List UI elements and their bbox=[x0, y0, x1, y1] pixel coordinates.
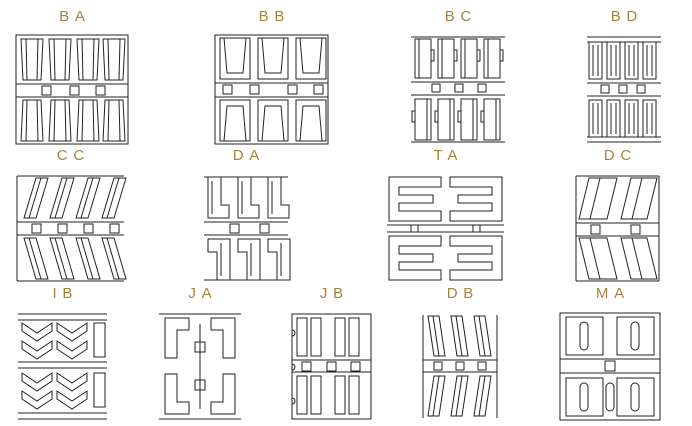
tread-pattern-jb-drawing bbox=[291, 313, 372, 420]
tread-pattern-ib-drawing bbox=[18, 313, 107, 420]
pattern-code-label: DB bbox=[446, 285, 479, 302]
pattern-code-label: BC bbox=[444, 8, 477, 25]
pattern-cell-ba: BA bbox=[14, 8, 130, 146]
pattern-code-label: BB bbox=[258, 8, 291, 25]
pattern-cell-bb: BB bbox=[213, 8, 330, 146]
tread-pattern-ma-drawing bbox=[559, 312, 661, 421]
tread-pattern-dc-drawing bbox=[575, 175, 660, 282]
pattern-cell-ib: IB bbox=[15, 285, 110, 423]
pattern-code-label: BD bbox=[610, 8, 643, 25]
tread-pattern-ja-drawing bbox=[159, 313, 241, 420]
tread-pattern-bc-drawing bbox=[411, 36, 505, 143]
pattern-cell-dc: DC bbox=[573, 147, 662, 285]
pattern-cell-cc: CC bbox=[14, 147, 127, 285]
pattern-cell-jb: JB bbox=[290, 285, 373, 423]
pattern-code-label: BA bbox=[59, 8, 91, 25]
tread-pattern-ta-drawing bbox=[387, 176, 504, 281]
tread-pattern-bb-drawing bbox=[214, 34, 329, 145]
pattern-code-label: CC bbox=[56, 147, 90, 164]
pattern-code-label: MA bbox=[595, 285, 630, 302]
tread-pattern-cc-drawing bbox=[16, 175, 127, 282]
pattern-code-label: IB bbox=[52, 285, 79, 302]
pattern-cell-ja: JA bbox=[155, 285, 245, 423]
tread-pattern-db-drawing bbox=[422, 315, 498, 418]
pattern-cell-bc: BC bbox=[408, 8, 508, 146]
tread-pattern-ba-drawing bbox=[15, 34, 129, 145]
pattern-code-label: DC bbox=[603, 147, 637, 164]
pattern-cell-bd: BD bbox=[584, 8, 664, 146]
pattern-cell-ma: MA bbox=[558, 285, 662, 423]
pattern-cell-db: DB bbox=[420, 285, 500, 423]
tread-pattern-da-drawing bbox=[204, 176, 291, 281]
pattern-code-label: JB bbox=[319, 285, 349, 302]
pattern-cell-ta: TA bbox=[383, 147, 508, 285]
pattern-code-label: TA bbox=[433, 147, 464, 164]
pattern-code-label: JA bbox=[188, 285, 218, 302]
pattern-cell-da: DA bbox=[200, 147, 292, 285]
tread-pattern-bd-drawing bbox=[587, 36, 661, 143]
pattern-code-label: DA bbox=[232, 147, 265, 164]
